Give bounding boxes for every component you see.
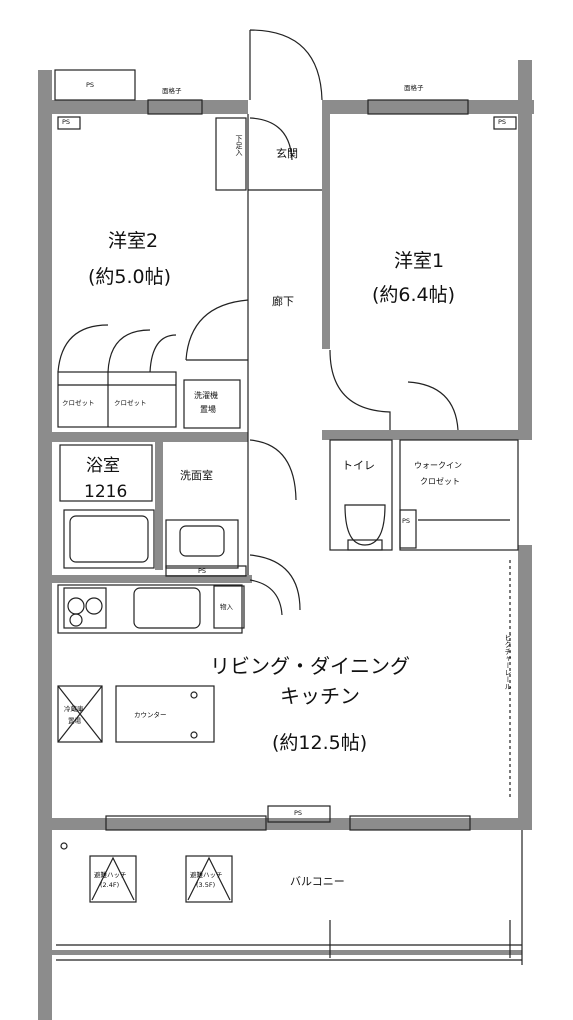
room-western-2-name: 洋室2 <box>108 230 159 252</box>
picture-rail-label: ピクチャーレール <box>504 634 512 690</box>
closet-a-label: クロゼット <box>62 399 95 407</box>
wic-label-line1: ウォークイン <box>414 461 462 470</box>
ps-top-right-label: PS <box>498 118 507 126</box>
ldk-size: (約12.5帖) <box>272 732 368 754</box>
wic-label-line2: クロゼット <box>420 477 460 486</box>
hatch-b-label-line2: (3.5F) <box>196 881 216 889</box>
window-grille-right-label: 面格子 <box>404 84 424 92</box>
hatch-b-label-line1: 避難ハッチ <box>190 871 223 879</box>
ps-kitchen-label: PS <box>198 567 207 575</box>
ps-top-box-label: PS <box>86 81 95 89</box>
bathroom-size: 1216 <box>84 482 128 502</box>
fridge-label-line2: 置場 <box>68 717 81 725</box>
room-western-2-size: (約5.0帖) <box>88 266 172 288</box>
balcony-label: バルコニー <box>290 875 345 888</box>
walls <box>38 60 534 1020</box>
ps-balcony-label: PS <box>294 809 303 817</box>
washer-label-line2: 置場 <box>200 405 216 414</box>
toilet-label: トイレ <box>342 459 375 472</box>
counter-label: カウンター <box>134 711 167 719</box>
window-grille-left-label: 面格子 <box>162 87 182 95</box>
ps-top-left-label: PS <box>62 118 71 126</box>
closet-b-label: クロゼット <box>114 399 147 407</box>
bathroom-name: 浴室 <box>86 456 120 476</box>
ps-wic-label: PS <box>402 517 411 525</box>
room-western-1-size: (約6.4帖) <box>372 284 456 306</box>
interior-lines <box>54 29 523 965</box>
hatch-a-label-line1: 避難ハッチ <box>94 871 127 879</box>
washroom-label: 洗面室 <box>180 469 213 482</box>
hatch-a-label-line2: (2.4F) <box>100 881 120 889</box>
shoe-rack-label: 下足入 <box>235 135 243 156</box>
storage-label: 物入 <box>220 603 233 611</box>
fridge-label-line1: 冷蔵庫 <box>64 705 84 713</box>
hallway-label: 廊下 <box>272 295 294 308</box>
room-western-1-name: 洋室1 <box>394 250 445 272</box>
ldk-name-line2: キッチン <box>280 684 360 708</box>
washer-label-line1: 洗濯機 <box>194 391 218 400</box>
entrance-label: 玄関 <box>276 147 298 160</box>
ldk-name-line1: リビング・ダイニング <box>210 654 410 678</box>
